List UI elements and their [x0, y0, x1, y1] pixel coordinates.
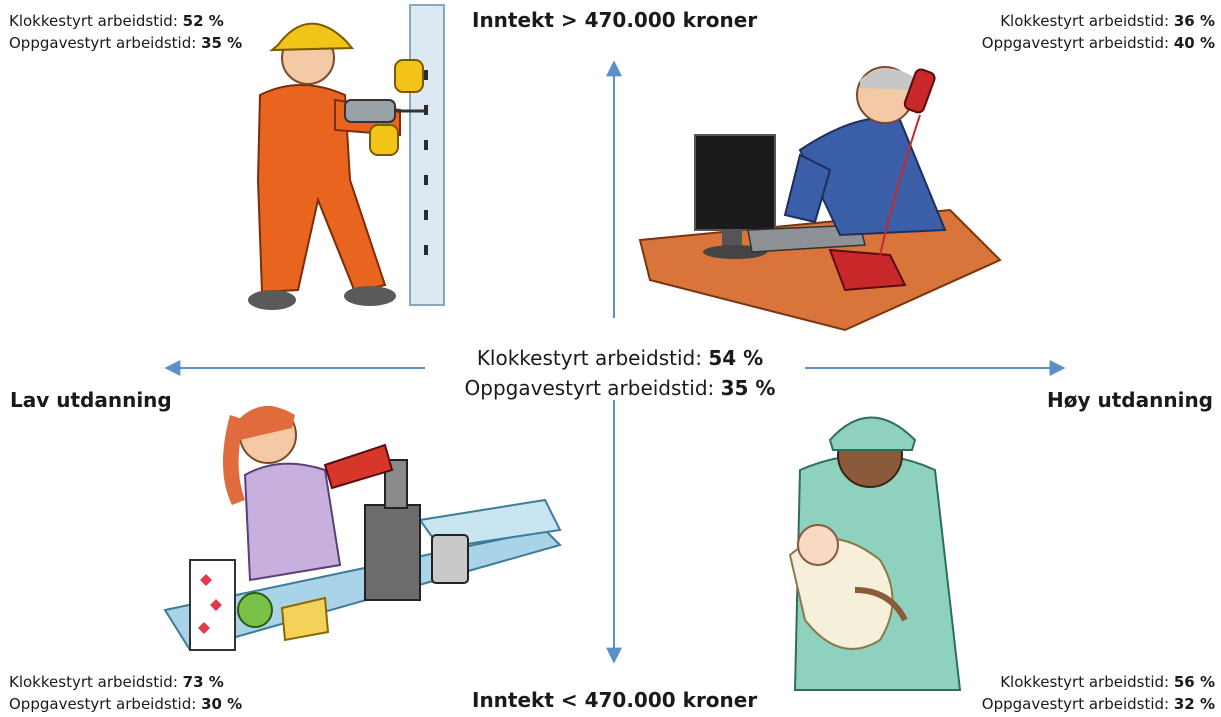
office-worker-illustration	[638, 66, 1002, 332]
top-left-task-label: Oppgavestyrt arbeidstid:	[9, 34, 202, 52]
axis-label-top: Inntekt > 470.000 kroner	[472, 8, 757, 32]
bottom-right-clock-label: Klokkestyrt arbeidstid:	[1000, 673, 1174, 691]
top-right-task-label: Oppgavestyrt arbeidstid:	[981, 34, 1174, 52]
bottom-right-task-value: 32 %	[1173, 695, 1215, 713]
center-task-line: Oppgavestyrt arbeidstid: 35 %	[430, 373, 810, 403]
center-clock-label: Klokkestyrt arbeidstid:	[476, 346, 709, 370]
top-right-clock-line: Klokkestyrt arbeidstid: 36 %	[982, 10, 1215, 32]
top-right-task-value: 40 %	[1173, 34, 1215, 52]
bottom-right-task-label: Oppgavestyrt arbeidstid:	[981, 695, 1174, 713]
center-stats: Klokkestyrt arbeidstid: 54 % Oppgavestyr…	[430, 343, 810, 403]
center-task-value: 35 %	[720, 376, 776, 400]
bottom-left-clock-value: 73 %	[182, 673, 224, 691]
axis-label-top-rest: > 470.000 kroner	[553, 8, 758, 32]
nurse-with-baby-illustration	[788, 416, 962, 691]
bottom-right-task-line: Oppgavestyrt arbeidstid: 32 %	[982, 693, 1215, 715]
top-right-clock-label: Klokkestyrt arbeidstid:	[1000, 12, 1174, 30]
bottom-left-task-value: 30 %	[201, 695, 243, 713]
bottom-left-clock-line: Klokkestyrt arbeidstid: 73 %	[9, 671, 242, 693]
center-task-label: Oppgavestyrt arbeidstid:	[464, 376, 721, 400]
bottom-left-task-line: Oppgavestyrt arbeidstid: 30 %	[9, 693, 242, 715]
axis-label-bottom: Inntekt < 470.000 kroner	[472, 688, 757, 712]
top-right-task-line: Oppgavestyrt arbeidstid: 40 %	[982, 32, 1215, 54]
stats-bottom-left: Klokkestyrt arbeidstid: 73 % Oppgavestyr…	[9, 671, 242, 715]
axis-label-right: Høy utdanning	[1047, 388, 1213, 412]
stats-top-left: Klokkestyrt arbeidstid: 52 % Oppgavestyr…	[9, 10, 242, 54]
bottom-right-clock-value: 56 %	[1173, 673, 1215, 691]
top-left-clock-value: 52 %	[182, 12, 224, 30]
bottom-left-task-label: Oppgavestyrt arbeidstid:	[9, 695, 202, 713]
top-left-task-value: 35 %	[201, 34, 243, 52]
axis-label-top-bold: Inntekt	[472, 8, 554, 32]
bottom-right-clock-line: Klokkestyrt arbeidstid: 56 %	[982, 671, 1215, 693]
top-right-clock-value: 36 %	[1173, 12, 1215, 30]
bottom-left-clock-label: Klokkestyrt arbeidstid:	[9, 673, 183, 691]
construction-worker-illustration	[248, 4, 445, 310]
stats-bottom-right: Klokkestyrt arbeidstid: 56 % Oppgavestyr…	[982, 671, 1215, 715]
axis-label-bottom-rest: < 470.000 kroner	[553, 688, 758, 712]
top-left-clock-line: Klokkestyrt arbeidstid: 52 %	[9, 10, 242, 32]
top-left-task-line: Oppgavestyrt arbeidstid: 35 %	[9, 32, 242, 54]
stats-top-right: Klokkestyrt arbeidstid: 36 % Oppgavestyr…	[982, 10, 1215, 54]
axis-label-bottom-bold: Inntekt	[472, 688, 554, 712]
center-clock-value: 54 %	[708, 346, 764, 370]
axis-label-left: Lav utdanning	[10, 388, 172, 412]
cashier-illustration	[163, 406, 562, 652]
center-clock-line: Klokkestyrt arbeidstid: 54 %	[430, 343, 810, 373]
top-left-clock-label: Klokkestyrt arbeidstid:	[9, 12, 183, 30]
